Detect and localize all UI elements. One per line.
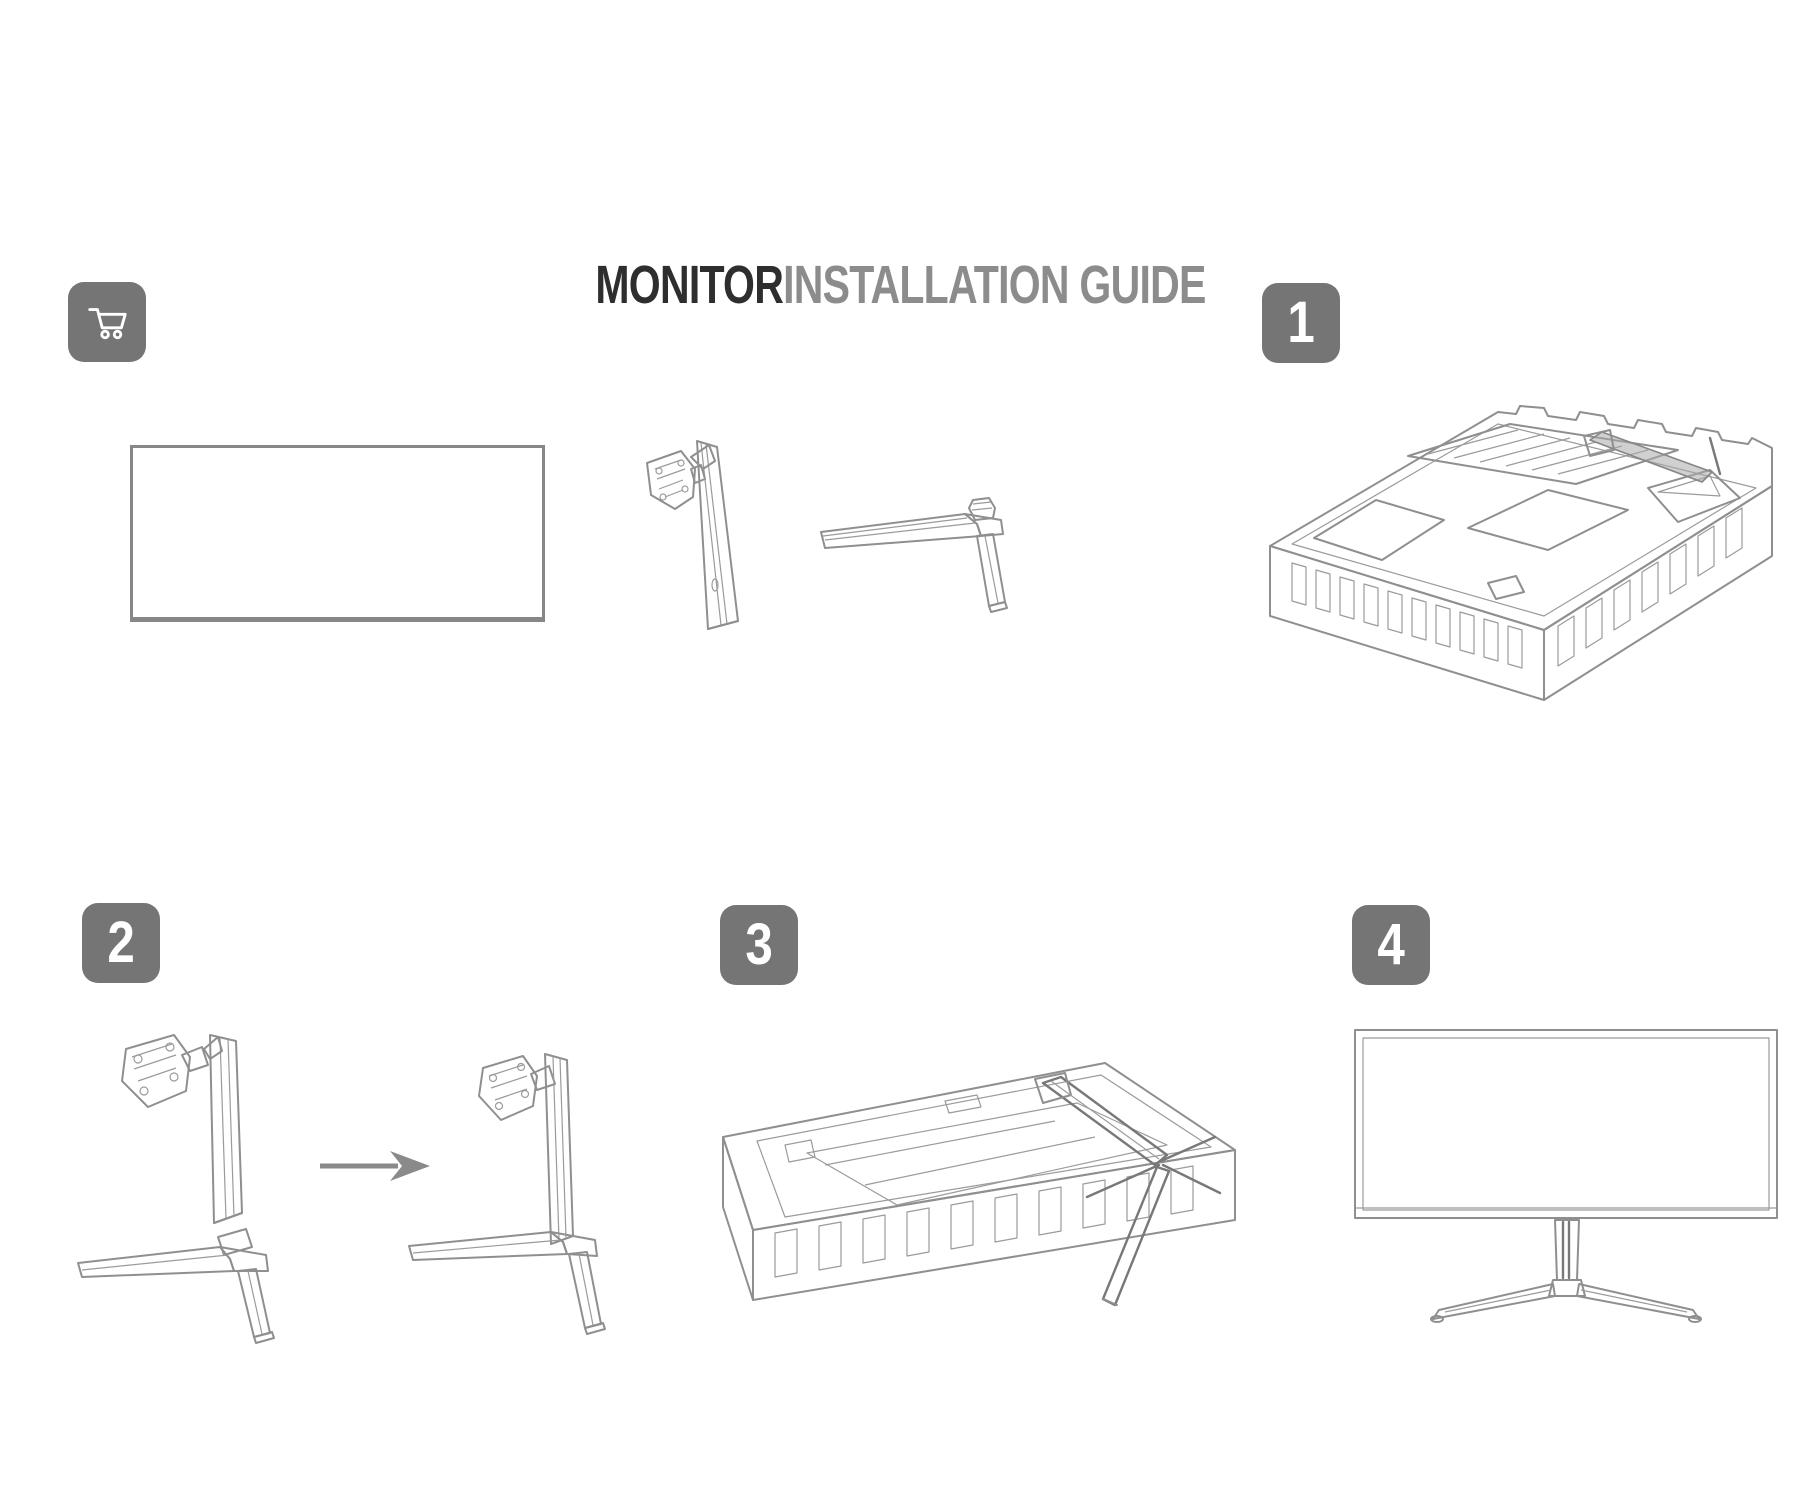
stand-column-part [635, 435, 750, 635]
packing-list-badge [68, 282, 146, 362]
step-3-badge: 3 [720, 905, 798, 985]
step4-assembled-monitor-illustration [1353, 1028, 1779, 1308]
shopping-cart-icon [88, 308, 127, 340]
step2-assembled-stand-illustration [405, 1040, 605, 1340]
step-4-badge: 4 [1352, 905, 1430, 985]
title-primary: MONITOR [594, 255, 783, 315]
step-1-number: 1 [1287, 290, 1315, 355]
step-4-number: 4 [1377, 912, 1405, 977]
step3-foam-tray-illustration [715, 1045, 1245, 1315]
title-secondary: INSTALLATION GUIDE [782, 255, 1206, 315]
step2-exploded-stand-illustration [70, 1015, 300, 1345]
arrow-right-icon [318, 1151, 430, 1181]
page-title: MONITORINSTALLATION GUIDE [0, 254, 1800, 316]
stand-base-part [815, 490, 1015, 625]
step-2-number: 2 [107, 910, 135, 975]
step-1-badge: 1 [1262, 283, 1340, 363]
step-3-number: 3 [745, 912, 773, 977]
step-2-badge: 2 [82, 903, 160, 983]
monitor-panel-part [130, 445, 545, 622]
foam-packaging-illustration [1258, 378, 1783, 713]
